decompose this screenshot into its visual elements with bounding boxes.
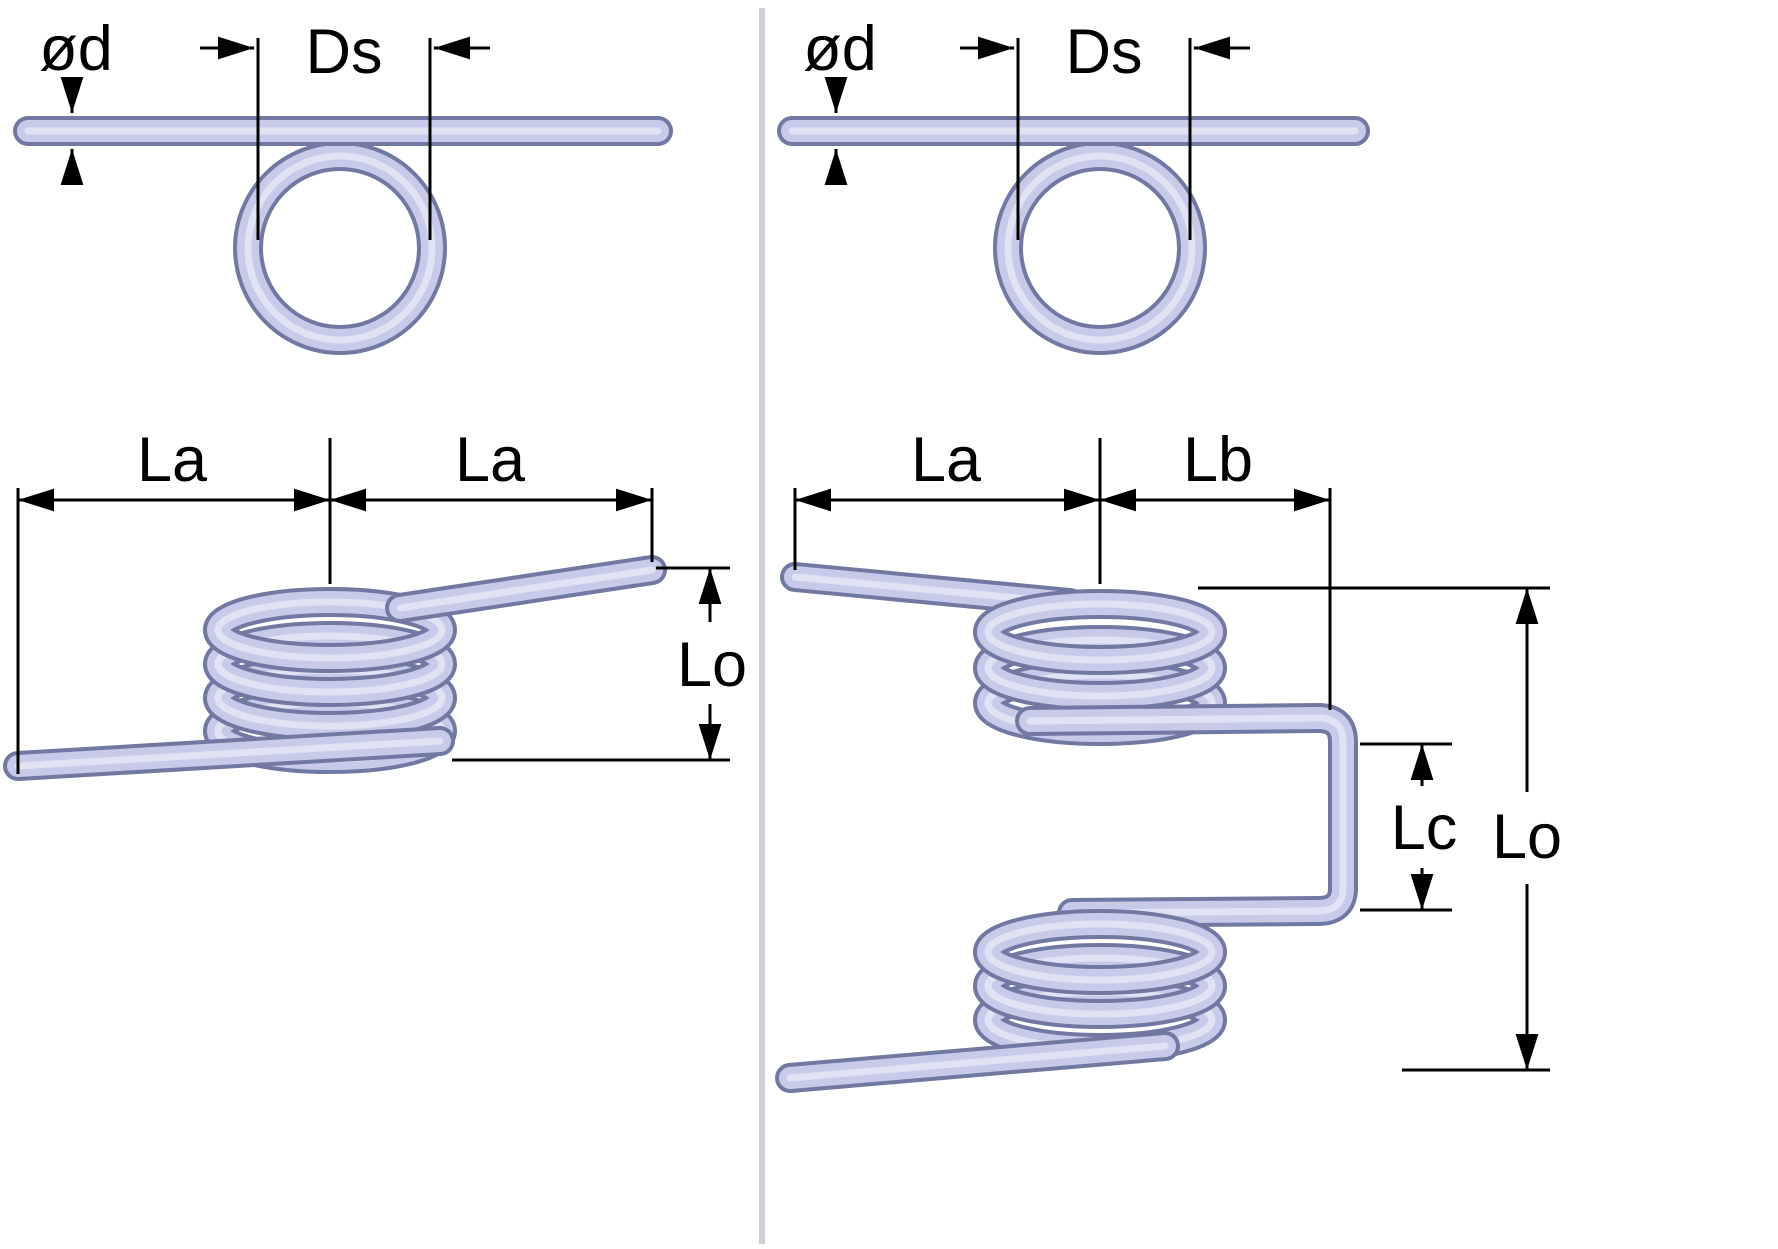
right-side-view: La Lb Lc Lo bbox=[790, 425, 1562, 1078]
coil-loop bbox=[1008, 156, 1192, 340]
leg-length-dimensions: La Lb bbox=[793, 425, 1332, 710]
right-panel: ød Ds bbox=[790, 14, 1562, 1078]
crossover-highlight bbox=[1030, 718, 1343, 913]
leg2-length-label: Lb bbox=[1183, 425, 1253, 495]
coil-diameter-label: Ds bbox=[1066, 17, 1143, 87]
coil-diameter-label: Ds bbox=[306, 17, 383, 87]
loop-highlight bbox=[248, 156, 432, 340]
coil-diameter-dimension: Ds bbox=[960, 17, 1250, 240]
leg-length-dimensions: La La bbox=[16, 425, 654, 774]
coil-diameter-dimension: Ds bbox=[200, 17, 490, 240]
leg2-length-label: La bbox=[455, 425, 526, 495]
bottom-leg bbox=[790, 1046, 1165, 1078]
crossover-fill bbox=[1030, 718, 1343, 913]
right-top-view: ød Ds bbox=[792, 14, 1355, 340]
free-length-label: Lo bbox=[677, 630, 747, 700]
wire-diameter-label: ød bbox=[39, 14, 113, 84]
spring-body bbox=[18, 570, 652, 766]
leg1-length-label: La bbox=[911, 425, 982, 495]
wire-diameter-dimension: ød bbox=[803, 14, 877, 185]
free-length-dimension: Lo bbox=[1198, 586, 1562, 1072]
left-side-view: La La Lo bbox=[18, 425, 747, 774]
left-panel: ød Ds bbox=[18, 14, 747, 774]
spring-body bbox=[790, 577, 1343, 1078]
coil-loop bbox=[248, 156, 432, 340]
top-leg bbox=[400, 570, 652, 608]
free-length-label: Lo bbox=[1492, 802, 1562, 872]
center-length-label: Lc bbox=[1391, 793, 1458, 863]
crossover-outline bbox=[1030, 718, 1343, 913]
wire-diameter-label: ød bbox=[803, 14, 877, 84]
left-top-view: ød Ds bbox=[28, 14, 658, 340]
wire-diameter-dimension: ød bbox=[39, 14, 113, 185]
center-crossover-wire bbox=[1030, 718, 1343, 913]
loop-highlight bbox=[1008, 156, 1192, 340]
free-length-dimension: Lo bbox=[452, 566, 747, 762]
center-length-dimension: Lc bbox=[1360, 742, 1458, 912]
leg1-length-label: La bbox=[137, 425, 208, 495]
